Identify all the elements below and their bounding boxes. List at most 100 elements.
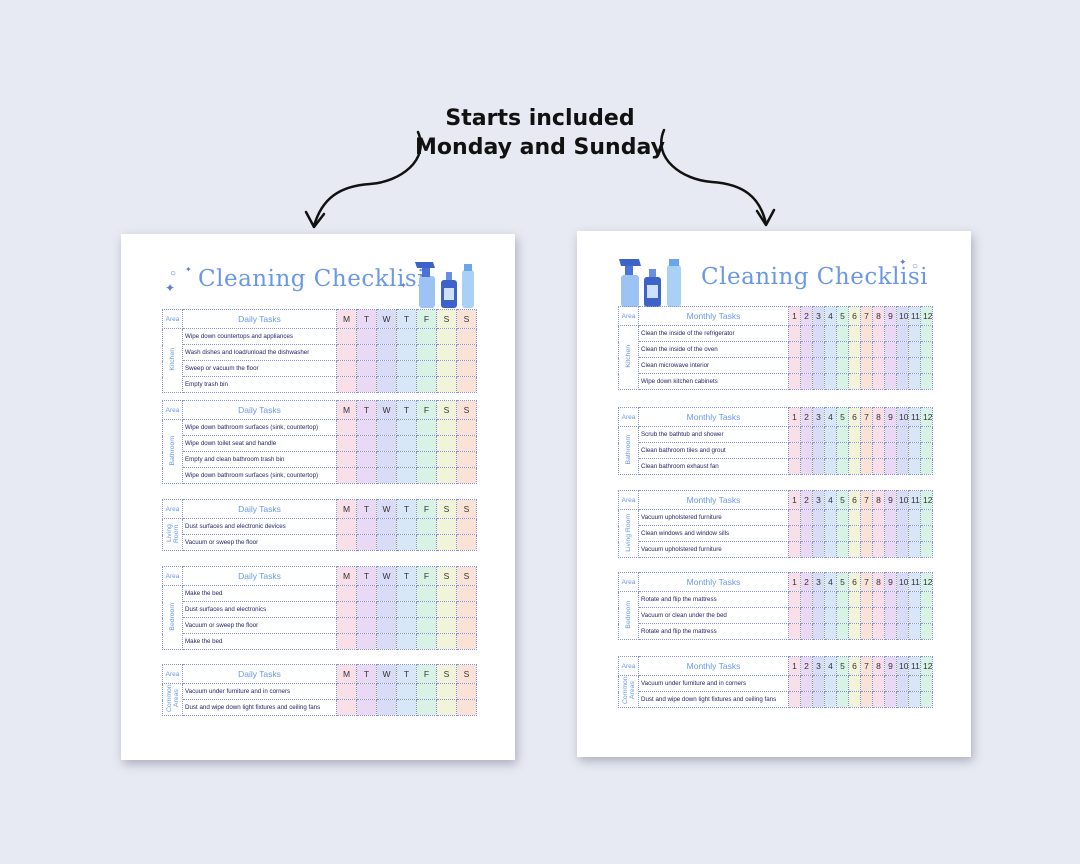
check-cell[interactable] bbox=[896, 675, 909, 692]
check-cell[interactable] bbox=[836, 426, 849, 443]
check-cell[interactable] bbox=[396, 376, 417, 393]
check-cell[interactable] bbox=[356, 328, 377, 345]
check-cell[interactable] bbox=[884, 373, 897, 390]
check-cell[interactable] bbox=[872, 591, 885, 608]
check-cell[interactable] bbox=[920, 607, 933, 624]
check-cell[interactable] bbox=[848, 691, 861, 708]
check-cell[interactable] bbox=[812, 591, 825, 608]
check-cell[interactable] bbox=[848, 591, 861, 608]
check-cell[interactable] bbox=[788, 675, 801, 692]
check-cell[interactable] bbox=[920, 509, 933, 526]
check-cell[interactable] bbox=[456, 451, 477, 468]
check-cell[interactable] bbox=[456, 419, 477, 436]
check-cell[interactable] bbox=[848, 357, 861, 374]
check-cell[interactable] bbox=[456, 601, 477, 618]
check-cell[interactable] bbox=[896, 426, 909, 443]
check-cell[interactable] bbox=[436, 435, 457, 452]
check-cell[interactable] bbox=[884, 357, 897, 374]
check-cell[interactable] bbox=[872, 341, 885, 358]
check-cell[interactable] bbox=[896, 373, 909, 390]
check-cell[interactable] bbox=[416, 534, 437, 551]
check-cell[interactable] bbox=[884, 341, 897, 358]
check-cell[interactable] bbox=[436, 617, 457, 634]
check-cell[interactable] bbox=[396, 683, 417, 700]
check-cell[interactable] bbox=[908, 591, 921, 608]
check-cell[interactable] bbox=[396, 534, 417, 551]
check-cell[interactable] bbox=[860, 675, 873, 692]
check-cell[interactable] bbox=[336, 328, 357, 345]
check-cell[interactable] bbox=[376, 518, 397, 535]
check-cell[interactable] bbox=[456, 699, 477, 716]
check-cell[interactable] bbox=[920, 426, 933, 443]
check-cell[interactable] bbox=[376, 585, 397, 602]
check-cell[interactable] bbox=[884, 623, 897, 640]
check-cell[interactable] bbox=[788, 357, 801, 374]
check-cell[interactable] bbox=[356, 467, 377, 484]
check-cell[interactable] bbox=[824, 509, 837, 526]
check-cell[interactable] bbox=[336, 585, 357, 602]
check-cell[interactable] bbox=[836, 623, 849, 640]
check-cell[interactable] bbox=[356, 699, 377, 716]
check-cell[interactable] bbox=[396, 360, 417, 377]
check-cell[interactable] bbox=[884, 426, 897, 443]
check-cell[interactable] bbox=[456, 376, 477, 393]
check-cell[interactable] bbox=[824, 426, 837, 443]
check-cell[interactable] bbox=[356, 435, 377, 452]
check-cell[interactable] bbox=[416, 451, 437, 468]
check-cell[interactable] bbox=[800, 325, 813, 342]
check-cell[interactable] bbox=[436, 534, 457, 551]
check-cell[interactable] bbox=[800, 341, 813, 358]
check-cell[interactable] bbox=[456, 617, 477, 634]
check-cell[interactable] bbox=[884, 442, 897, 459]
check-cell[interactable] bbox=[336, 376, 357, 393]
check-cell[interactable] bbox=[812, 541, 825, 558]
check-cell[interactable] bbox=[456, 344, 477, 361]
check-cell[interactable] bbox=[376, 376, 397, 393]
check-cell[interactable] bbox=[848, 373, 861, 390]
check-cell[interactable] bbox=[920, 675, 933, 692]
check-cell[interactable] bbox=[800, 623, 813, 640]
check-cell[interactable] bbox=[396, 601, 417, 618]
check-cell[interactable] bbox=[356, 518, 377, 535]
check-cell[interactable] bbox=[416, 467, 437, 484]
check-cell[interactable] bbox=[356, 683, 377, 700]
check-cell[interactable] bbox=[356, 451, 377, 468]
check-cell[interactable] bbox=[908, 458, 921, 475]
check-cell[interactable] bbox=[336, 617, 357, 634]
check-cell[interactable] bbox=[896, 509, 909, 526]
check-cell[interactable] bbox=[848, 341, 861, 358]
check-cell[interactable] bbox=[848, 525, 861, 542]
check-cell[interactable] bbox=[836, 442, 849, 459]
check-cell[interactable] bbox=[788, 325, 801, 342]
check-cell[interactable] bbox=[908, 357, 921, 374]
check-cell[interactable] bbox=[860, 525, 873, 542]
check-cell[interactable] bbox=[824, 357, 837, 374]
check-cell[interactable] bbox=[336, 683, 357, 700]
check-cell[interactable] bbox=[908, 509, 921, 526]
check-cell[interactable] bbox=[812, 426, 825, 443]
check-cell[interactable] bbox=[800, 373, 813, 390]
check-cell[interactable] bbox=[860, 607, 873, 624]
check-cell[interactable] bbox=[872, 607, 885, 624]
check-cell[interactable] bbox=[884, 458, 897, 475]
check-cell[interactable] bbox=[800, 458, 813, 475]
check-cell[interactable] bbox=[456, 360, 477, 377]
check-cell[interactable] bbox=[456, 435, 477, 452]
check-cell[interactable] bbox=[396, 344, 417, 361]
check-cell[interactable] bbox=[920, 691, 933, 708]
check-cell[interactable] bbox=[436, 451, 457, 468]
check-cell[interactable] bbox=[872, 509, 885, 526]
check-cell[interactable] bbox=[436, 419, 457, 436]
check-cell[interactable] bbox=[860, 541, 873, 558]
check-cell[interactable] bbox=[396, 617, 417, 634]
check-cell[interactable] bbox=[884, 509, 897, 526]
check-cell[interactable] bbox=[812, 525, 825, 542]
check-cell[interactable] bbox=[800, 591, 813, 608]
check-cell[interactable] bbox=[884, 691, 897, 708]
check-cell[interactable] bbox=[908, 541, 921, 558]
check-cell[interactable] bbox=[896, 341, 909, 358]
check-cell[interactable] bbox=[812, 442, 825, 459]
check-cell[interactable] bbox=[336, 518, 357, 535]
check-cell[interactable] bbox=[436, 328, 457, 345]
check-cell[interactable] bbox=[908, 623, 921, 640]
